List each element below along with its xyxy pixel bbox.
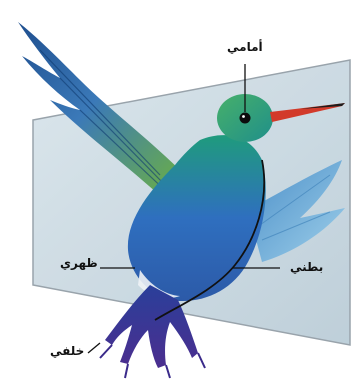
- label-dorsal: ظهري: [60, 256, 98, 270]
- label-anterior: أمامي: [227, 40, 263, 54]
- eye: [240, 113, 251, 124]
- leader-line-posterior: [88, 343, 100, 353]
- label-posterior: خلفي: [50, 344, 84, 358]
- label-ventral: بطني: [290, 260, 323, 274]
